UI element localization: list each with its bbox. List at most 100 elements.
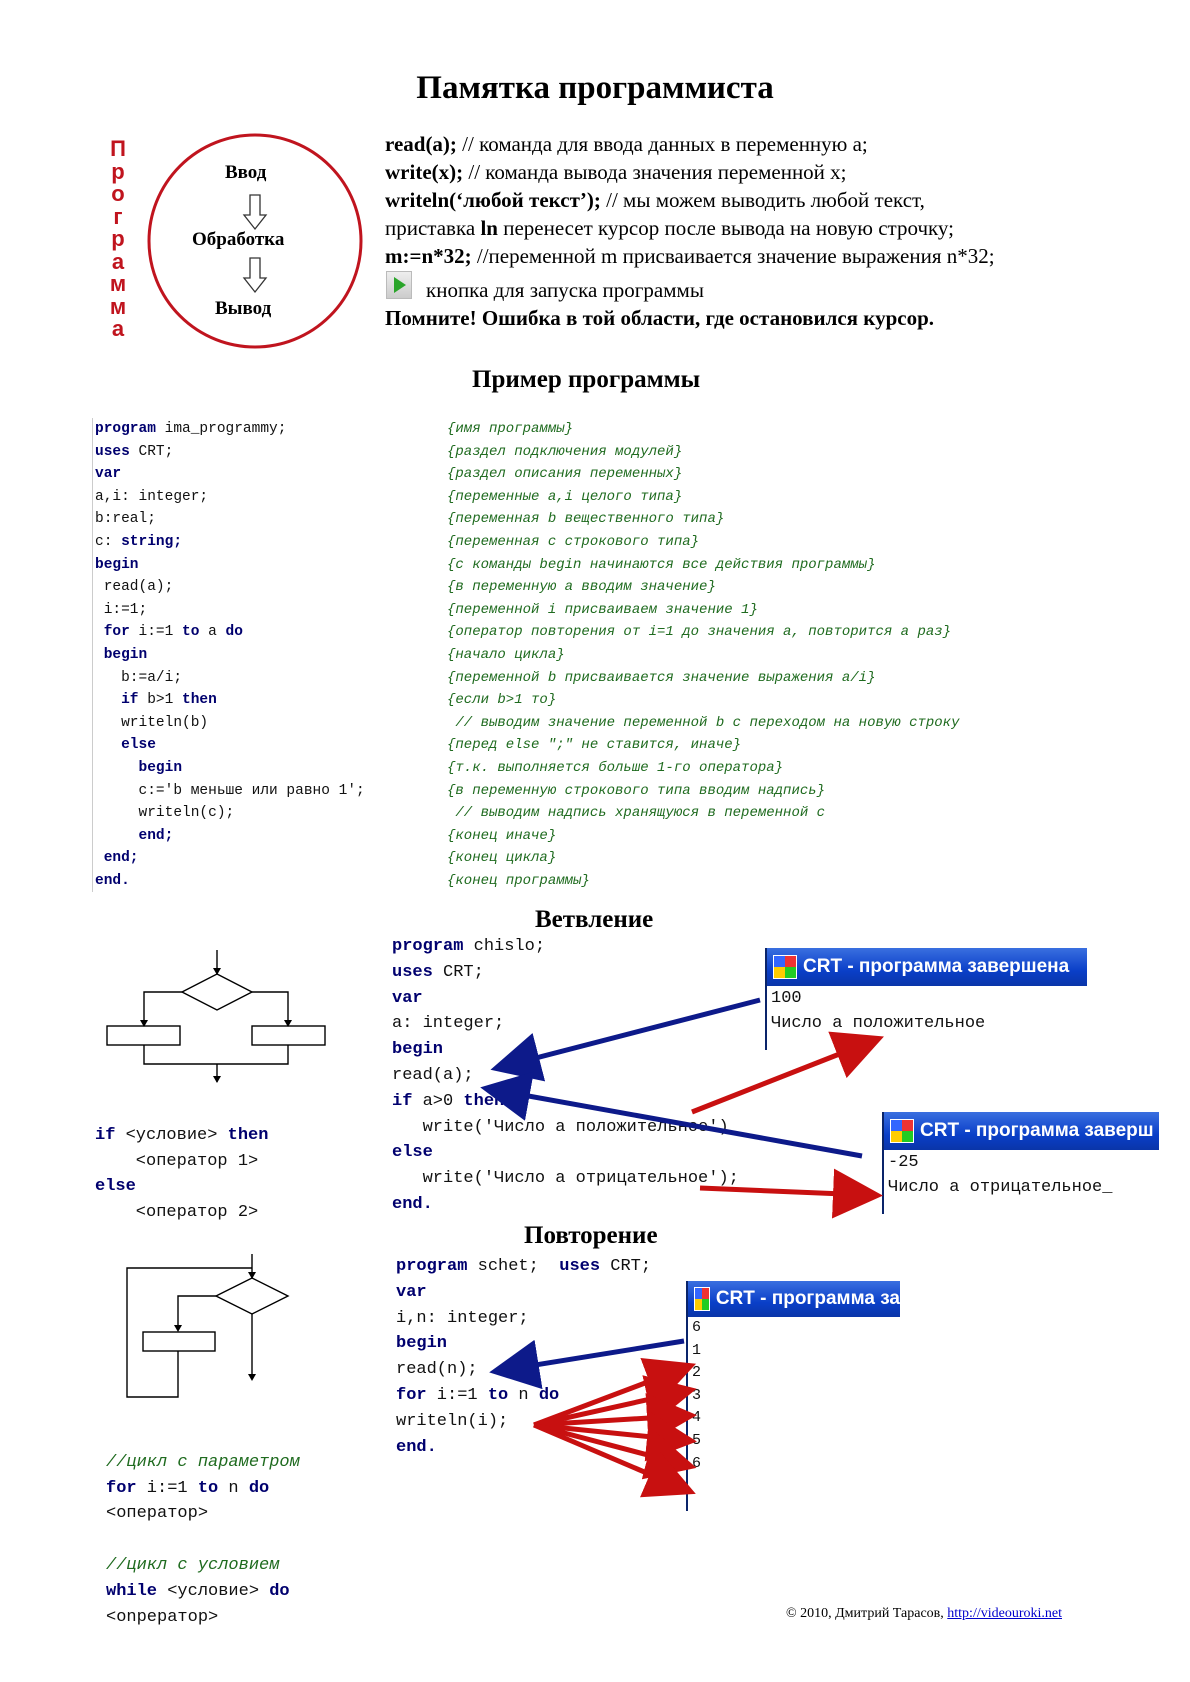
crt-window-negative: CRT - программа заверш -25 Число а отриц… (882, 1112, 1159, 1214)
side-letter: м (109, 293, 127, 319)
comment-line: {переменная b вещественного типа} (447, 511, 725, 528)
code-line: program chislo; (392, 937, 546, 956)
code-line: for i:=1 to n do (396, 1385, 560, 1405)
comment-line: {переменной b присваивается значение выр… (447, 669, 876, 686)
crt-app-icon (773, 955, 797, 979)
comment-line: {в переменную а вводим значение} (447, 579, 716, 596)
output-line: 1 (692, 1341, 702, 1359)
footer-link[interactable]: http://videouroki.net (947, 1606, 1062, 1621)
crt-window-positive: CRT - программа завершена 100 Число а по… (765, 948, 1087, 1050)
loop-flowchart (126, 1254, 290, 1398)
comment-line: {т.к. выполняется больше 1-го оператора} (447, 759, 784, 776)
code-line: end. (396, 1437, 437, 1457)
code-line: c: string; (95, 533, 183, 550)
output-line: 2 (692, 1364, 702, 1382)
code-line: c:='b меньше или равно 1'; (95, 782, 365, 799)
code-line: writeln(i); (396, 1411, 509, 1431)
branch-syntax: if <условие> then <оператор 1>else <опер… (95, 1125, 269, 1223)
code-line: else (95, 737, 156, 754)
side-letter: р (111, 158, 125, 184)
code-line: read(a); (392, 1065, 474, 1085)
output-line: 4 (692, 1409, 702, 1427)
comment-line: {переменные а,i целого типа} (447, 488, 683, 505)
code-line: uses CRT; (392, 962, 484, 982)
code-line: begin (95, 646, 148, 663)
side-letter: а (111, 316, 125, 341)
comment-line: {перед else ";" не ставится, иначе} (447, 737, 742, 754)
example-comments: {имя программы}{раздел подключения модул… (447, 418, 959, 892)
example-code: program ima_programmy;uses CRT; var a,i: i… (92, 418, 365, 893)
code-line: write('Число а положительное') (392, 1117, 729, 1137)
code-line: end. (95, 872, 130, 889)
comment-line: {раздел описания переменных} (447, 466, 683, 483)
code-line: for i:=1 to a do (95, 624, 243, 641)
code-line: var (396, 1282, 427, 1302)
code-line: b:real; (95, 511, 156, 528)
down-arrow-icon (242, 257, 268, 294)
branch-title: Ветвление (535, 906, 654, 933)
output-line: 6 (692, 1319, 702, 1336)
code-line: read(n); (396, 1360, 478, 1380)
diagram-circle (147, 133, 363, 349)
run-button-caption: кнопка для запуска программы (426, 278, 704, 302)
side-letter: о (111, 181, 125, 206)
code-line: begin (95, 556, 139, 573)
code-line: program schet; uses CRT; (396, 1257, 652, 1276)
code-line: end. (392, 1194, 433, 1214)
comment-line: {в переменную строкового типа вводим над… (447, 782, 826, 799)
code-line: a,i: integer; (95, 488, 209, 505)
output-line: 3 (692, 1386, 702, 1404)
code-line: end; (95, 850, 139, 867)
comment-line: {переменной i присваиваем значение 1} (447, 601, 758, 618)
code-line: program ima_programmy; (95, 421, 287, 437)
code-line: i:=1; (95, 601, 148, 618)
branch-flowchart (106, 950, 326, 1083)
code-line: write('Число а отрицательное'); (392, 1169, 739, 1189)
comment-line: {конец цикла} (447, 850, 557, 867)
comment-line: {с команды begin начинаются все действия… (447, 556, 876, 573)
diagram-process-label: Обработка (192, 229, 285, 250)
side-letter: а (111, 248, 125, 274)
code-line: if a>0 then (392, 1091, 505, 1111)
code-line: a: integer; (392, 1014, 505, 1034)
side-letter: П (110, 136, 126, 161)
comment-line: {конец иначе} (447, 827, 557, 844)
diagram-input-label: Ввод (225, 162, 267, 183)
code-line: b:=a/i; (95, 669, 183, 686)
comment-line: {оператор повторения от i=1 до значения … (447, 624, 952, 641)
comment-line: {раздел подключения модулей} (447, 443, 683, 460)
page-title: Памятка программиста (416, 70, 774, 106)
code-line: begin (392, 1040, 444, 1060)
comment-line: {переменная с строкового типа} (447, 533, 700, 550)
code-line: uses CRT; (95, 443, 174, 460)
code-line: writeln(b) (95, 714, 209, 731)
code-line: begin (396, 1334, 448, 1354)
loop-title: Повторение (524, 1222, 658, 1249)
code-line: writeln(c); (95, 805, 235, 822)
down-arrow-icon (242, 194, 268, 231)
code-line: var (95, 466, 122, 483)
side-letter: р (111, 226, 125, 251)
code-line: else (392, 1143, 433, 1163)
side-letter: г (113, 203, 123, 229)
diagram-output-label: Вывод (215, 298, 272, 319)
comment-line: // выводим значение переменной b с перех… (447, 714, 960, 731)
code-line: if b>1 then (95, 692, 217, 709)
code-line: begin (95, 759, 183, 776)
comment-line: {конец программы} (447, 872, 590, 889)
code-line: i,n: integer; (396, 1308, 529, 1328)
output-line: 6 (692, 1454, 702, 1472)
code-line: end; (95, 827, 174, 844)
program-cycle-diagram (147, 133, 363, 349)
memo-block: read(a); // команда для ввода данных в п… (385, 132, 995, 330)
comment-line: {начало цикла} (447, 646, 565, 663)
side-letter: м (109, 271, 127, 296)
run-button-icon[interactable] (386, 271, 412, 299)
output-line: 5 (692, 1431, 702, 1449)
code-line: read(a); (95, 579, 174, 596)
loop-code: program schet; uses CRT; var i,n: integer;… (396, 1254, 651, 1460)
